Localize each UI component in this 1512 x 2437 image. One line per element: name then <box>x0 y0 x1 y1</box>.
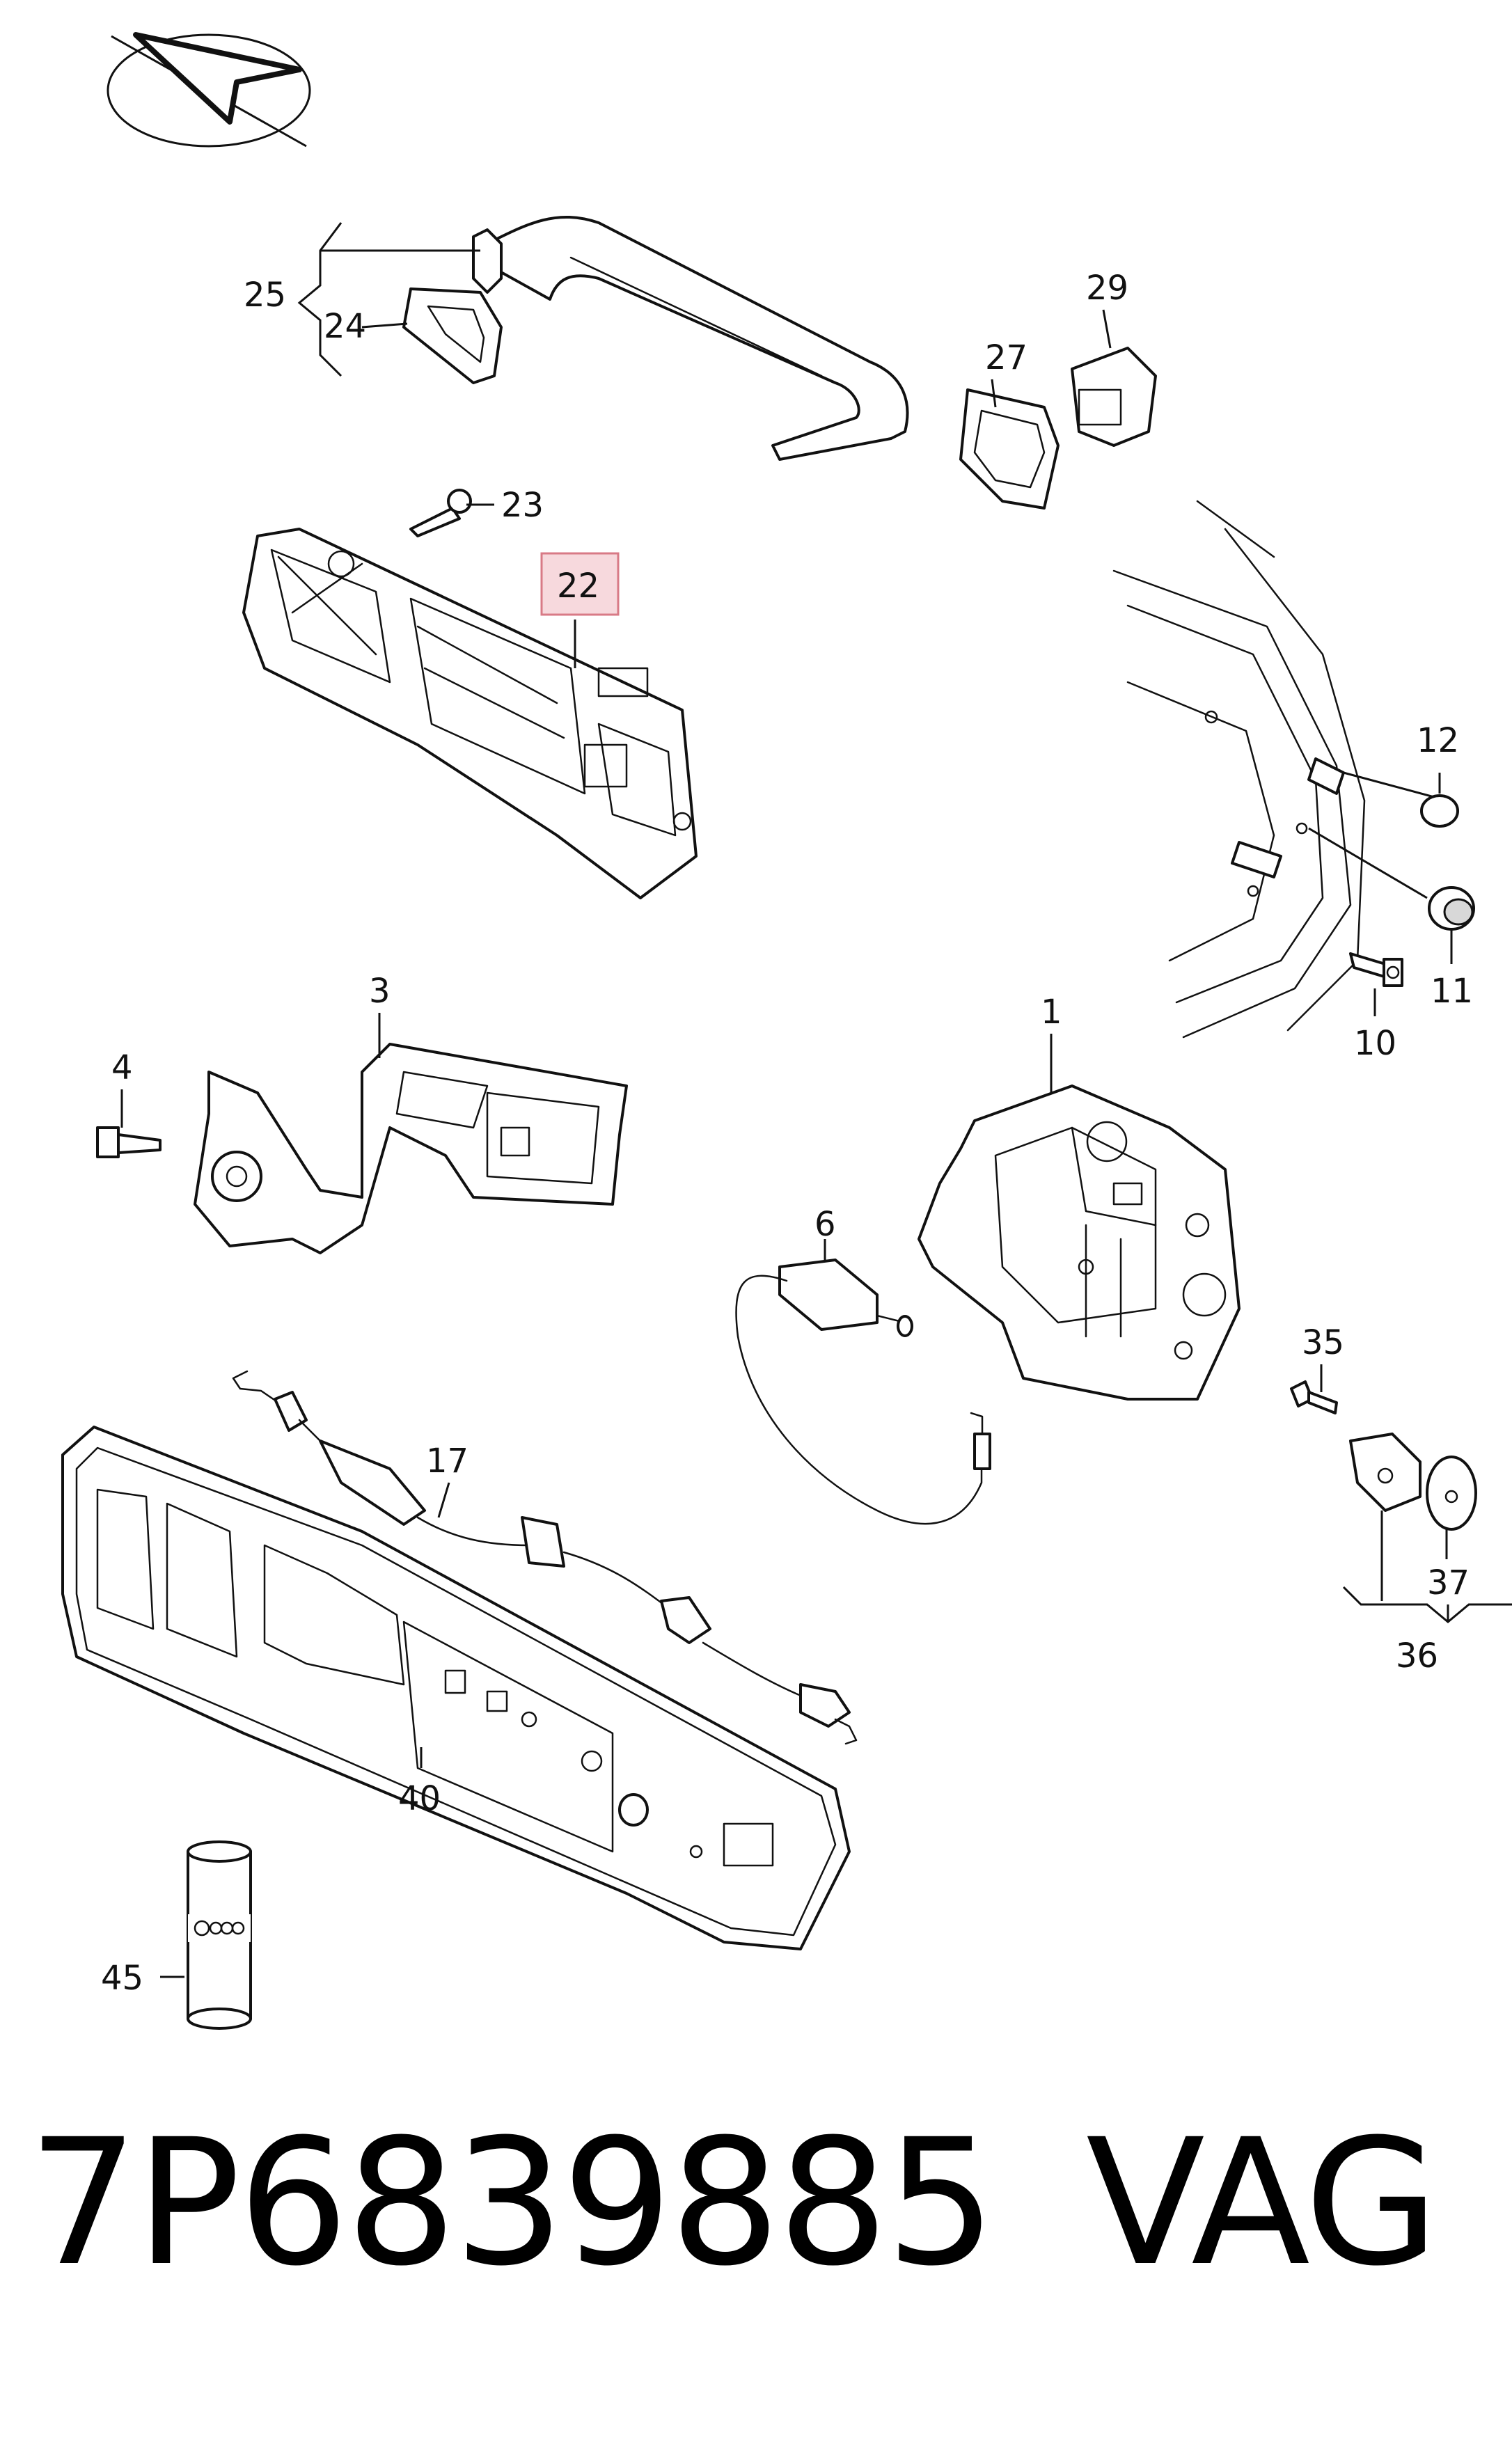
part-6-bowden-cable <box>735 1259 991 1525</box>
callout-11: 11 <box>1431 972 1473 1011</box>
callout-22-highlight <box>540 552 620 616</box>
part-45-tube <box>187 1840 252 2030</box>
leader-lines <box>120 222 1512 1978</box>
part-29-lock-cylinder-cap <box>1071 347 1157 447</box>
callout-17: 17 <box>426 1442 468 1481</box>
callout-29: 29 <box>1086 269 1128 308</box>
callout-35: 35 <box>1302 1323 1344 1362</box>
callout-37: 37 <box>1427 1563 1470 1602</box>
part-3-handle-bracket <box>194 1043 628 1254</box>
callout-12: 12 <box>1417 721 1459 760</box>
brand-name: VAG <box>1086 2101 1439 2304</box>
callout-1: 1 <box>1041 993 1062 1032</box>
part-17-release-cable <box>232 1370 858 1745</box>
orientation-arrow-icon <box>107 32 311 148</box>
callout-3: 3 <box>369 972 391 1011</box>
part-24-handle-seal <box>402 287 503 384</box>
part-40-trim-panel <box>61 1426 851 1950</box>
part-35-screw <box>1290 1380 1338 1414</box>
part-36-striker <box>1349 1433 1422 1512</box>
callout-36: 36 <box>1396 1637 1438 1675</box>
callout-6: 6 <box>814 1205 836 1244</box>
callout-40: 40 <box>398 1779 441 1818</box>
part-37-gasket <box>1426 1456 1477 1531</box>
callout-27: 27 <box>985 338 1027 377</box>
door-frame-section <box>1112 500 1366 1039</box>
part-22-handle-carrier <box>242 528 698 899</box>
part-25-outer-door-handle <box>472 215 909 461</box>
part-11-grommet <box>1428 886 1475 931</box>
part-number: 7P6839885 <box>28 2101 996 2304</box>
part-4-bolt <box>96 1126 162 1158</box>
callout-10: 10 <box>1354 1024 1396 1063</box>
part-1-door-lock <box>918 1085 1241 1401</box>
callout-45: 45 <box>101 1959 143 1998</box>
callout-4: 4 <box>111 1048 133 1087</box>
callout-labels: 25 24 29 27 23 22 12 11 10 3 4 1 6 17 35… <box>101 269 1473 1998</box>
callout-24: 24 <box>324 307 366 346</box>
callout-22: 22 <box>557 567 599 606</box>
part-27-trim-cap <box>959 388 1060 510</box>
callout-25: 25 <box>244 276 286 315</box>
part-12-plug <box>1420 794 1459 828</box>
part-23-screw <box>409 489 472 537</box>
part-10-bolt <box>1349 952 1403 987</box>
callout-23: 23 <box>501 486 544 525</box>
